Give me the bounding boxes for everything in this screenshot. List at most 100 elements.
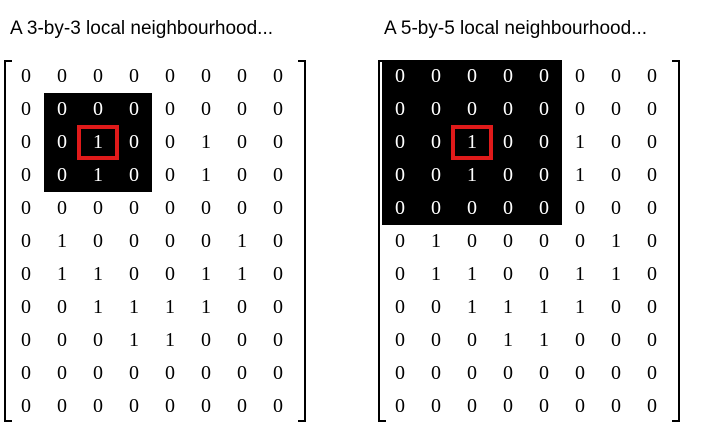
matrix-cell: 0 (165, 395, 175, 417)
matrix-cell: 1 (431, 263, 441, 285)
matrix-cell: 0 (21, 230, 31, 252)
matrix-cell: 0 (201, 395, 211, 417)
matrix-cell: 0 (395, 230, 405, 252)
matrix-cell: 0 (611, 362, 621, 384)
matrix-cell: 1 (503, 329, 513, 351)
matrix-cell: 0 (575, 395, 585, 417)
matrix-cell: 0 (395, 65, 405, 87)
matrix-cell: 0 (647, 98, 657, 120)
matrix-cell: 0 (611, 131, 621, 153)
matrix-cell: 1 (575, 164, 585, 186)
matrix-cell: 0 (201, 329, 211, 351)
matrix-cell: 1 (467, 263, 477, 285)
matrix-cell: 0 (93, 395, 103, 417)
matrix-cell: 0 (503, 197, 513, 219)
matrix-cell: 0 (647, 197, 657, 219)
matrix-cell: 0 (611, 164, 621, 186)
matrix-cell: 0 (129, 131, 139, 153)
matrix-cell: 0 (21, 362, 31, 384)
matrix-cell: 0 (395, 296, 405, 318)
matrix-cell: 0 (201, 230, 211, 252)
matrix-cell: 0 (21, 329, 31, 351)
matrix-cell: 0 (431, 329, 441, 351)
matrix-cell: 0 (431, 197, 441, 219)
matrix-cell: 1 (539, 329, 549, 351)
matrix-cell: 0 (539, 362, 549, 384)
matrix-cell: 1 (129, 329, 139, 351)
matrix-cell: 0 (165, 164, 175, 186)
matrix-cell: 0 (57, 197, 67, 219)
matrix-cell: 1 (93, 131, 103, 153)
matrix-cell: 0 (93, 329, 103, 351)
matrix-cell: 1 (467, 131, 477, 153)
matrix-cell: 0 (395, 197, 405, 219)
matrix-cell: 0 (467, 65, 477, 87)
matrix-cell: 0 (273, 230, 283, 252)
matrix-cell: 0 (57, 329, 67, 351)
matrix-cell: 1 (201, 263, 211, 285)
matrix-cell: 1 (467, 296, 477, 318)
matrix-cell: 0 (57, 296, 67, 318)
matrix-cell: 0 (431, 164, 441, 186)
matrix-cell: 0 (611, 395, 621, 417)
matrix-cell: 0 (21, 65, 31, 87)
matrix-cell: 0 (467, 230, 477, 252)
matrix-cell: 0 (21, 263, 31, 285)
matrix-cell: 1 (165, 329, 175, 351)
matrix-cell: 0 (57, 362, 67, 384)
matrix-cell: 0 (503, 263, 513, 285)
matrix-cell: 1 (201, 131, 211, 153)
matrix-cell: 0 (503, 362, 513, 384)
matrix-cell: 0 (21, 395, 31, 417)
matrix-cell: 0 (57, 395, 67, 417)
matrix-cell: 0 (273, 65, 283, 87)
matrix-right-bracket (672, 60, 680, 422)
matrix-cell: 0 (93, 65, 103, 87)
matrix-cell: 0 (237, 131, 247, 153)
panel-2-title: A 5-by-5 local neighbourhood... (384, 18, 648, 39)
matrix-cell: 0 (647, 395, 657, 417)
matrix-cell: 0 (575, 362, 585, 384)
matrix-cell: 0 (539, 98, 549, 120)
matrix-cell: 1 (575, 296, 585, 318)
matrix-cell: 1 (539, 296, 549, 318)
matrix-cell: 0 (129, 362, 139, 384)
matrix-cell: 1 (237, 230, 247, 252)
matrix-cell: 1 (93, 164, 103, 186)
neighbourhood-highlight (382, 60, 562, 225)
matrix-cell: 0 (431, 395, 441, 417)
matrix-cell: 0 (273, 131, 283, 153)
matrix-cell: 0 (201, 197, 211, 219)
matrix-panel-5x5: 0 0 0 0 0 0 0 0 0 0 0 0 0 0 0 0 0 0 1 0 0 1 0 0 0 0 1 0 0 1 0 0 0 0 0 0 0 0 0 0… (378, 60, 688, 422)
matrix-cell: 0 (503, 230, 513, 252)
matrix-cell: 0 (395, 362, 405, 384)
matrix-cell: 0 (237, 329, 247, 351)
matrix-cell: 0 (647, 164, 657, 186)
matrix-cell: 0 (93, 230, 103, 252)
matrix-cell: 1 (201, 164, 211, 186)
matrix-cell: 1 (237, 263, 247, 285)
matrix-cell: 0 (237, 164, 247, 186)
matrix-cell: 1 (467, 164, 477, 186)
matrix-cell: 0 (575, 230, 585, 252)
matrix-cell: 0 (237, 395, 247, 417)
matrix-cell: 1 (165, 296, 175, 318)
matrix-cell: 1 (57, 230, 67, 252)
matrix-cell: 0 (539, 230, 549, 252)
matrix-cell: 0 (237, 65, 247, 87)
matrix-cell: 0 (611, 98, 621, 120)
matrix-cell: 1 (575, 131, 585, 153)
matrix-cell: 0 (539, 395, 549, 417)
matrix-cell: 0 (237, 98, 247, 120)
panel-1-title: A 3-by-3 local neighbourhood... (10, 18, 274, 39)
matrix-cell: 0 (395, 263, 405, 285)
matrix-cell: 0 (611, 65, 621, 87)
matrix-cell: 1 (93, 263, 103, 285)
matrix-cell: 0 (273, 296, 283, 318)
matrix-cell: 0 (57, 65, 67, 87)
matrix-cell: 0 (467, 329, 477, 351)
matrix-cell: 0 (467, 395, 477, 417)
matrix-cell: 0 (575, 197, 585, 219)
matrix-cell: 0 (467, 362, 477, 384)
